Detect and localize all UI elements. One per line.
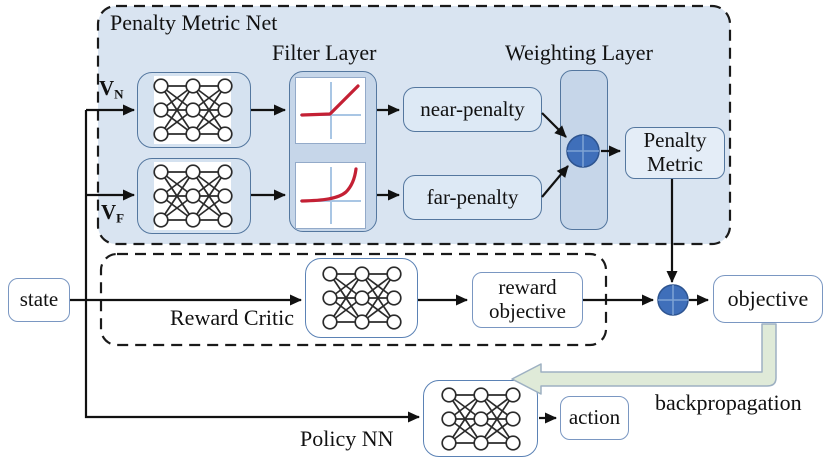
near-penalty-box: near-penalty: [403, 87, 542, 132]
neural-net-icon: [317, 263, 407, 333]
neural-net-icon: [436, 384, 526, 454]
far-value-nn-box: [137, 158, 251, 234]
far-value-nn-panel: [152, 162, 233, 230]
penalty-net-title: Penalty Metric Net: [110, 10, 278, 35]
penalty-metric-box: Penalty Metric: [625, 127, 725, 179]
filter-layer-label: Filter Layer: [272, 40, 377, 65]
input-vn-label: VN: [99, 76, 124, 102]
objective-box: objective: [713, 275, 823, 323]
neural-net-icon: [148, 161, 238, 231]
policy-nn-box: [423, 380, 538, 457]
vn-base: V: [99, 76, 115, 100]
state-box: state: [8, 278, 70, 322]
weighting-layer-label: Weighting Layer: [505, 40, 653, 65]
backpropagation-label: backpropagation: [655, 390, 802, 415]
input-vf-label: VF: [101, 200, 124, 226]
reward-objective-box: reward objective: [472, 272, 583, 328]
far-penalty-box: far-penalty: [403, 175, 542, 220]
exponential-plot-icon: [295, 162, 366, 229]
relu-plot-icon: [295, 77, 366, 144]
policy-nn-label: Policy NN: [300, 426, 394, 451]
weighting-layer-rect: [560, 70, 608, 230]
reward-critic-nn-box: [305, 258, 418, 338]
reward-critic-label: Reward Critic: [170, 305, 295, 330]
sum-node-icon-objective: [657, 284, 689, 316]
action-box: action: [560, 396, 629, 440]
vf-base: V: [101, 200, 117, 224]
backprop-arrow-icon: [511, 323, 777, 395]
near-value-nn-panel: [152, 76, 233, 144]
near-value-nn-box: [137, 72, 251, 148]
neural-net-icon: [148, 75, 238, 145]
vn-subscript: N: [114, 86, 124, 102]
vf-subscript: F: [116, 210, 125, 226]
